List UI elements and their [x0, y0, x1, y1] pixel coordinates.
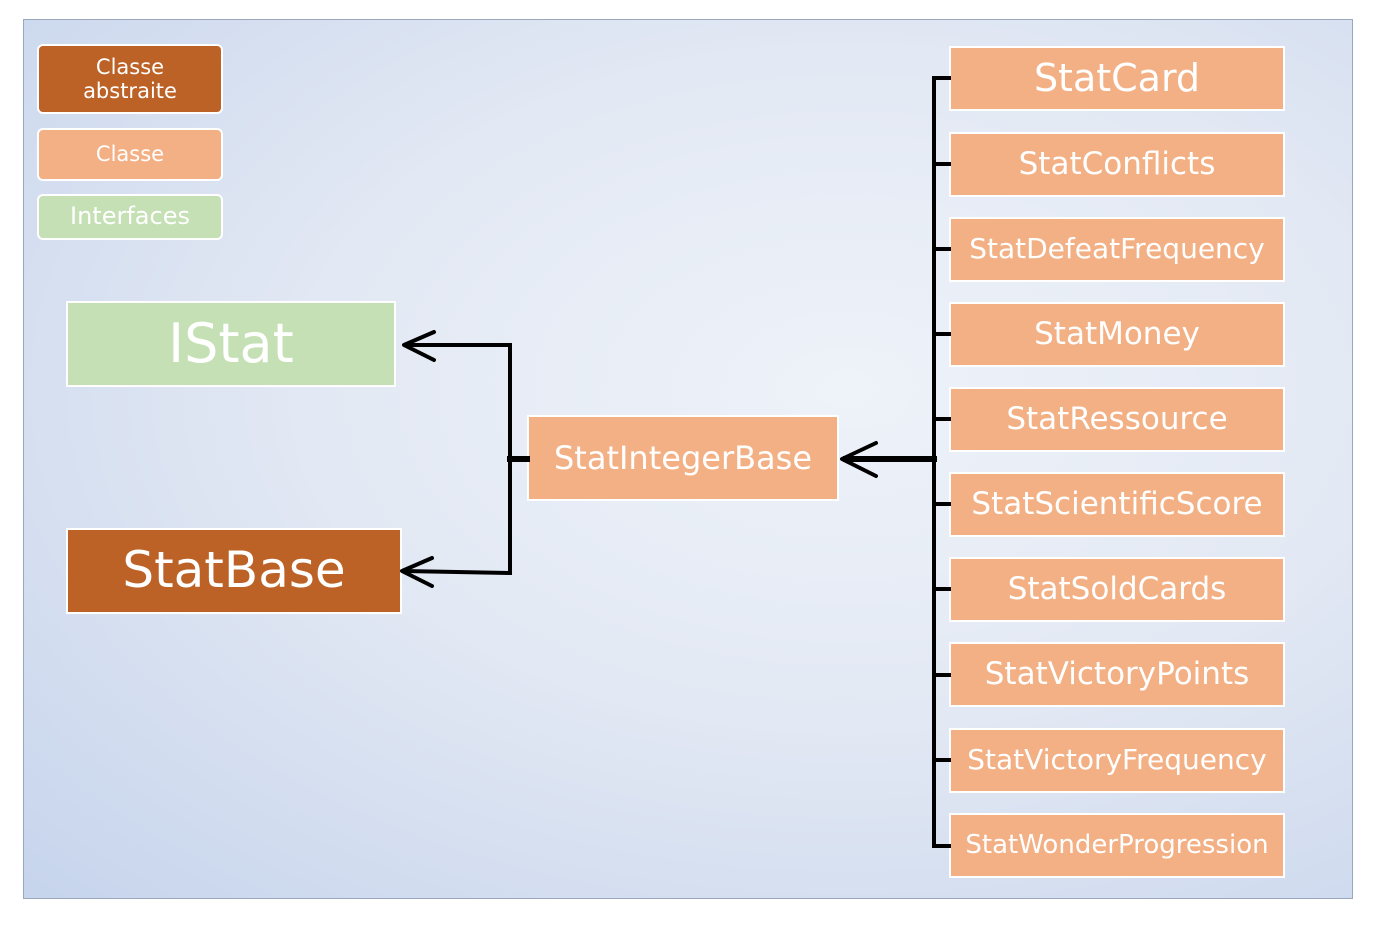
subclass-box: StatCard: [949, 46, 1285, 111]
legend-interfaces-label: Interfaces: [70, 202, 190, 231]
subclass-label: StatCard: [1033, 55, 1201, 100]
subclass-label: StatVictoryFrequency: [967, 743, 1267, 777]
arrow-to-statbase-icon: [400, 556, 434, 588]
subclass-box: StatDefeatFrequency: [949, 217, 1285, 282]
arrow-to-istat-icon: [402, 330, 436, 362]
diagram-canvas: Classe abstraite Classe Interfaces IStat…: [23, 19, 1353, 899]
node-statbase-label: StatBase: [122, 541, 346, 600]
subclass-label: StatSoldCards: [1007, 570, 1227, 607]
subclass-label: StatMoney: [1034, 315, 1200, 352]
subclass-label: StatDefeatFrequency: [969, 232, 1265, 266]
legend-class: Classe: [37, 128, 223, 181]
legend-class-label: Classe: [95, 142, 165, 167]
subclass-box: StatWonderProgression: [949, 813, 1285, 878]
subclass-box: StatConflicts: [949, 132, 1285, 197]
subclass-box: StatVictoryFrequency: [949, 728, 1285, 793]
subclass-box: StatSoldCards: [949, 557, 1285, 622]
legend-abstract-class: Classe abstraite: [37, 44, 223, 114]
subclass-box: StatRessource: [949, 387, 1285, 452]
subclass-box: StatVictoryPoints: [949, 642, 1285, 707]
node-statbase: StatBase: [66, 528, 402, 614]
subclass-box: StatScientificScore: [949, 472, 1285, 537]
node-statintegerbase: StatIntegerBase: [527, 415, 839, 501]
subclass-label: StatScientificScore: [971, 485, 1263, 522]
connector-line: [403, 568, 513, 576]
legend-abstract-class-label: Classe abstraite: [83, 54, 177, 103]
node-istat: IStat: [66, 301, 396, 387]
subclass-label: StatConflicts: [1018, 145, 1216, 182]
subclass-box: StatMoney: [949, 302, 1285, 367]
arrow-to-statintegerbase-icon: [840, 441, 878, 478]
subclass-label: StatWonderProgression: [965, 829, 1269, 860]
subclass-label: StatRessource: [1006, 400, 1228, 437]
node-statintegerbase-label: StatIntegerBase: [553, 438, 813, 477]
node-istat-label: IStat: [168, 311, 294, 375]
subclass-label: StatVictoryPoints: [984, 655, 1250, 692]
legend-interfaces: Interfaces: [37, 194, 223, 240]
